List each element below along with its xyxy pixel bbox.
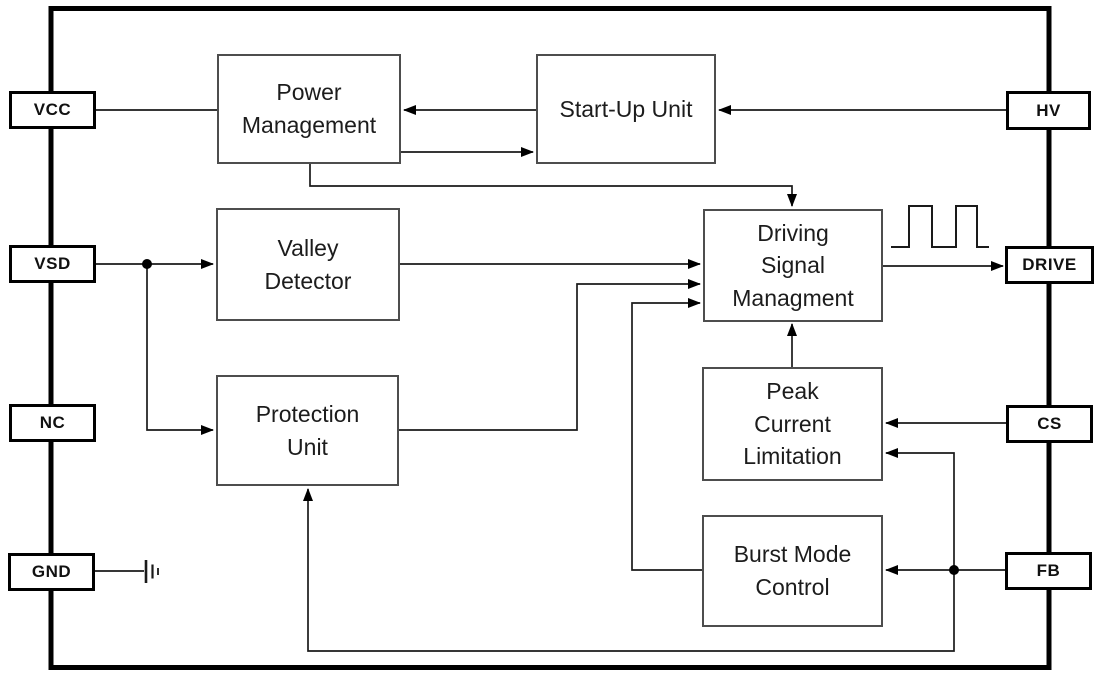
block-burst-mode-control: Burst Mode Control <box>702 515 883 627</box>
junction-dot-vsd <box>142 259 152 269</box>
pin-hv: HV <box>1006 91 1091 130</box>
wire-burst-mode-to-driving-signal <box>631 298 702 571</box>
pin-fb: FB <box>1005 552 1092 590</box>
block-protection-unit: Protection Unit <box>216 375 399 486</box>
junction-dot-fb <box>949 565 959 575</box>
wire-fb-to-protection-unit <box>303 488 955 652</box>
block-start-up-unit: Start-Up Unit <box>536 54 716 164</box>
block-power-management: Power Management <box>217 54 401 164</box>
block-valley-detector: Valley Detector <box>216 208 400 321</box>
wire-fb-to-peak-current <box>885 448 955 570</box>
block-peak-current-limitation: Peak Current Limitation <box>702 367 883 481</box>
pin-cs: CS <box>1006 405 1093 443</box>
wire-vsd-to-protection-unit <box>146 264 214 435</box>
pin-nc: NC <box>9 404 96 442</box>
pin-gnd: GND <box>8 553 95 591</box>
pin-vsd: VSD <box>9 245 96 283</box>
ground-icon <box>144 560 159 583</box>
chip-outline <box>48 6 1052 670</box>
wire-power-management-to-driving-signal <box>309 164 797 207</box>
pin-drive: DRIVE <box>1005 246 1094 284</box>
block-driving-signal-managment: Driving Signal Managment <box>703 209 883 322</box>
wire-protection-unit-to-driving-signal <box>399 279 701 431</box>
pin-vcc: VCC <box>9 91 96 129</box>
pulse-waveform-icon <box>891 205 989 248</box>
